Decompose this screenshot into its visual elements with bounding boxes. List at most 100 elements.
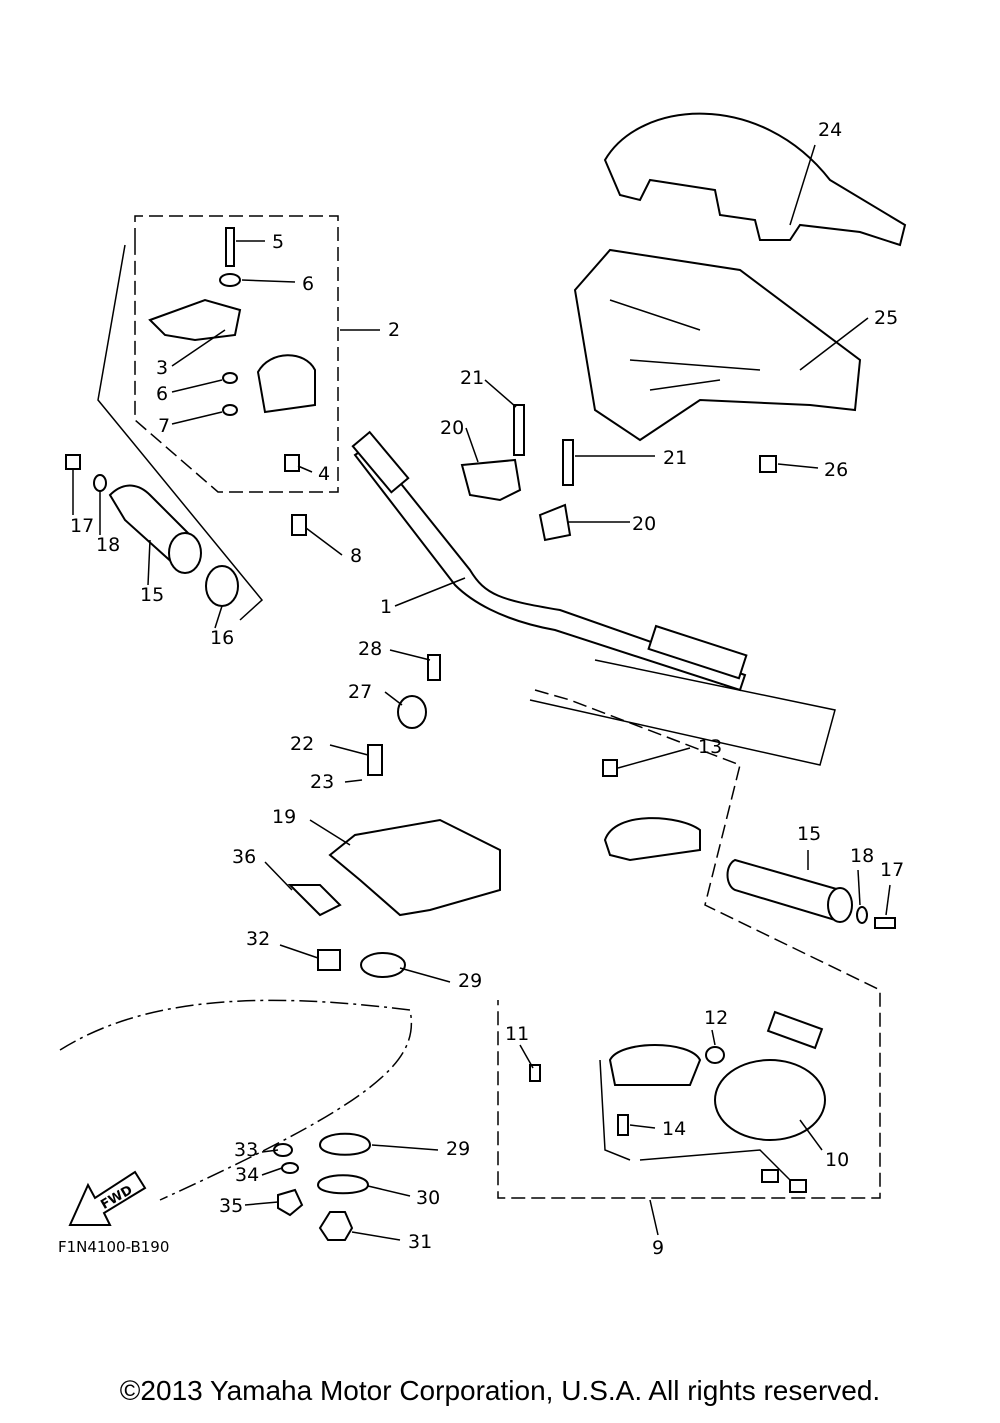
callout-18: 18 — [850, 845, 874, 867]
callout-18: 18 — [96, 534, 120, 556]
part-base-plate — [328, 818, 501, 917]
part-clamp-20b — [538, 503, 572, 542]
leader-line-27 — [384, 691, 403, 706]
callout-labels: 5623674817181516212021202425261282722231… — [70, 119, 904, 1259]
grip-outline-right — [529, 659, 836, 766]
part-plate-30 — [316, 1174, 370, 1195]
callout-15: 15 — [140, 584, 164, 606]
grip-knurl-left — [351, 430, 410, 494]
leader-line-34 — [261, 1167, 283, 1176]
leader-line-23 — [344, 779, 363, 783]
callout-14: 14 — [662, 1118, 686, 1140]
callout-9: 9 — [652, 1237, 664, 1259]
callout-22: 22 — [290, 733, 314, 755]
part-cap-nut-31 — [318, 1211, 354, 1241]
part-switch-box — [608, 1044, 702, 1086]
part-screw-8 — [291, 514, 307, 536]
part-spring — [766, 1010, 824, 1050]
grip-knurl-right — [647, 624, 748, 680]
housing-ribs — [609, 299, 761, 391]
leader-line-18 — [857, 869, 861, 906]
leader-line-32 — [279, 944, 319, 959]
leader-line-30 — [367, 1185, 411, 1197]
callout-6: 6 — [302, 273, 314, 295]
leader-line-7 — [171, 411, 223, 425]
callout-33: 33 — [234, 1139, 258, 1161]
wire-harness — [599, 1059, 791, 1181]
diagram-code: F1N4100-B190 — [58, 1238, 169, 1256]
callout-35: 35 — [219, 1195, 243, 1217]
part-screw-28 — [427, 654, 441, 681]
part-screw-26 — [759, 455, 777, 473]
part-fitting-22 — [367, 744, 383, 776]
callout-20: 20 — [632, 513, 656, 535]
part-connector-b — [789, 1179, 807, 1193]
leader-line-13 — [617, 747, 691, 769]
leader-line-19 — [309, 819, 351, 846]
grip-end — [168, 532, 202, 574]
leader-line-22 — [329, 744, 369, 756]
leader-line-3 — [171, 329, 226, 367]
leader-line-33 — [261, 1149, 279, 1153]
callout-2: 2 — [388, 319, 400, 341]
callout-29: 29 — [446, 1138, 470, 1160]
part-connector-a — [761, 1169, 779, 1183]
leader-line-28 — [389, 649, 431, 661]
part-throttle-housing — [256, 354, 316, 414]
callout-24: 24 — [818, 119, 842, 141]
part-grommet-29b — [318, 1132, 372, 1156]
part-washer-34 — [281, 1162, 299, 1174]
right-grip-end — [827, 887, 853, 923]
callout-5: 5 — [272, 231, 284, 253]
part-band-36 — [287, 884, 342, 917]
callout-27: 27 — [348, 681, 372, 703]
part-clip-7 — [222, 404, 238, 416]
part-bolt-5 — [225, 227, 235, 267]
leader-line-20 — [465, 427, 479, 463]
part-screw-17 — [65, 454, 81, 470]
callout-17: 17 — [880, 859, 904, 881]
callout-8: 8 — [350, 545, 362, 567]
part-washer-6b — [222, 372, 238, 384]
group-box-lever — [134, 215, 339, 493]
callout-25: 25 — [874, 307, 898, 329]
leader-line-11 — [519, 1044, 534, 1069]
leader-line-17 — [885, 884, 891, 916]
callout-15: 15 — [797, 823, 821, 845]
leader-line-15 — [147, 539, 151, 586]
part-grommet-12 — [705, 1046, 725, 1064]
callout-34: 34 — [235, 1164, 259, 1186]
part-bolt-21b — [562, 439, 574, 486]
part-screw-13 — [602, 759, 618, 777]
callout-3: 3 — [156, 357, 168, 379]
part-clamp-20a — [460, 458, 522, 502]
leader-line-21 — [484, 379, 517, 408]
callout-13: 13 — [698, 736, 722, 758]
callout-31: 31 — [408, 1231, 432, 1253]
leader-line-10 — [799, 1119, 823, 1151]
callout-1: 1 — [380, 596, 392, 618]
callout-20: 20 — [440, 417, 464, 439]
leader-line-4 — [297, 465, 313, 473]
fwd-arrow-icon: FWD — [68, 1170, 147, 1226]
leader-line-9 — [649, 1199, 659, 1236]
part-screw-14 — [617, 1114, 629, 1136]
part-collar-27 — [397, 695, 427, 729]
part-washer-6 — [219, 273, 241, 287]
callout-7: 7 — [158, 415, 170, 437]
callout-16: 16 — [210, 627, 234, 649]
callout-6: 6 — [156, 383, 168, 405]
callout-32: 32 — [246, 928, 270, 950]
callout-26: 26 — [824, 459, 848, 481]
part-lower-housing — [573, 248, 862, 442]
group-box-switch — [497, 689, 881, 1199]
leader-line-8 — [305, 527, 343, 556]
callout-4: 4 — [318, 463, 330, 485]
callout-10: 10 — [825, 1149, 849, 1171]
callout-36: 36 — [232, 846, 256, 868]
part-washer-18r — [856, 906, 868, 924]
leader-line-35 — [244, 1201, 279, 1206]
callout-23: 23 — [310, 771, 334, 793]
callout-30: 30 — [416, 1187, 440, 1209]
